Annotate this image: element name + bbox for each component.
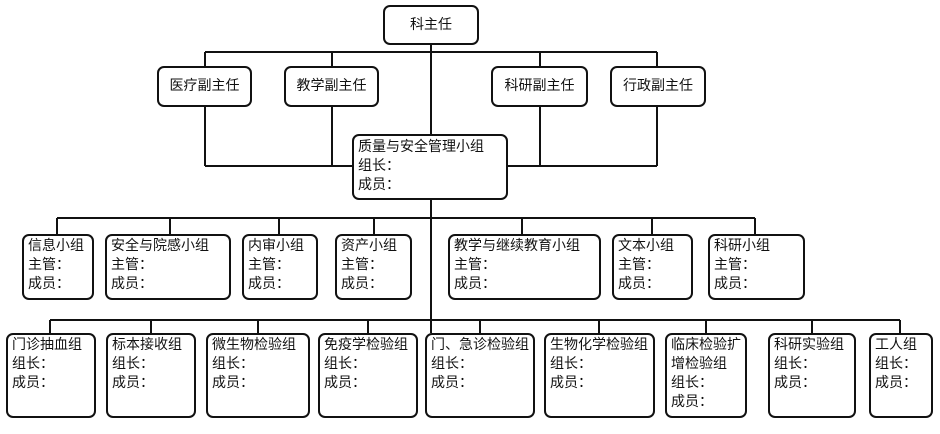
working-group-members-label: 成员：: [618, 276, 660, 292]
working-group-members-label: 成员：: [248, 276, 290, 292]
lab-group-box: 生物化学检验组 组长： 成员：: [544, 333, 655, 418]
director-label: 科主任: [410, 16, 452, 33]
lab-group-members-label: 成员：: [671, 394, 713, 410]
lab-group-lead-label: 组长：: [671, 375, 713, 391]
lab-group-title: 门、急诊检验组: [431, 337, 529, 353]
working-group-lead-label: 主管：: [248, 257, 290, 273]
lab-group-lead-label: 组长：: [324, 356, 366, 372]
working-group-title: 教学与继续教育小组: [454, 238, 580, 254]
working-group-lead-label: 主管：: [454, 257, 496, 273]
working-group-box: 信息小组 主管： 成员：: [22, 234, 94, 300]
lab-group-lead-label: 组长：: [12, 356, 54, 372]
working-group-box: 内审小组 主管： 成员：: [242, 234, 318, 300]
lab-group-box: 微生物检验组 组长： 成员：: [206, 333, 310, 418]
deputy-box-admin: 行政副主任: [610, 66, 706, 107]
quality-group-members-label: 成员：: [358, 177, 400, 193]
lab-group-title-line: 临床检验扩: [671, 337, 741, 353]
working-group-lead-label: 主管：: [714, 257, 756, 273]
working-group-title: 安全与院感小组: [111, 238, 209, 254]
lab-group-members-label: 成员：: [550, 375, 592, 391]
working-group-lead-label: 主管：: [341, 257, 383, 273]
working-group-title: 科研小组: [714, 238, 770, 254]
quality-group-leader-label: 组长：: [358, 158, 400, 174]
working-group-lead-label: 主管：: [618, 257, 660, 273]
lab-group-title: 科研实验组: [774, 337, 844, 353]
working-group-box: 教学与继续教育小组 主管： 成员：: [448, 234, 601, 300]
lab-group-title: 生物化学检验组: [550, 337, 648, 353]
lab-group-title: 门诊抽血组: [12, 337, 82, 353]
deputy-label: 医疗副主任: [169, 78, 240, 94]
working-group-lead-label: 主管：: [111, 257, 153, 273]
lab-group-members-label: 成员：: [431, 375, 473, 391]
lab-group-lead-label: 组长：: [431, 356, 473, 372]
lab-group-members-label: 成员：: [875, 375, 917, 391]
lab-group-title: 标本接收组: [112, 337, 182, 353]
lab-group-members-label: 成员：: [112, 375, 154, 391]
deputy-box-research: 科研副主任: [491, 66, 588, 107]
quality-group-title: 质量与安全管理小组: [358, 139, 484, 155]
director-box: 科主任: [383, 5, 479, 45]
lab-group-title-line: 增检验组: [671, 356, 727, 372]
lab-group-members-label: 成员：: [212, 375, 254, 391]
lab-group-title: 工人组: [875, 337, 917, 353]
lab-group-box: 门诊抽血组 组长： 成员：: [6, 333, 96, 418]
deputy-box-medical: 医疗副主任: [157, 66, 252, 107]
deputy-label: 行政副主任: [623, 78, 693, 94]
lab-group-members-label: 成员：: [774, 375, 816, 391]
lab-group-members-label: 成员：: [12, 375, 54, 391]
working-group-title: 资产小组: [341, 238, 397, 254]
working-group-members-label: 成员：: [341, 276, 383, 292]
lab-group-box: 临床检验扩 增检验组 组长： 成员：: [665, 333, 747, 418]
lab-group-lead-label: 组长：: [875, 356, 917, 372]
working-group-members-label: 成员：: [454, 276, 496, 292]
working-group-title: 信息小组: [28, 238, 84, 254]
lab-group-title: 免疫学检验组: [324, 337, 408, 353]
deputy-label: 科研副主任: [504, 78, 575, 94]
working-group-box: 资产小组 主管： 成员：: [335, 234, 412, 300]
lab-group-lead-label: 组长：: [774, 356, 816, 372]
working-group-box: 安全与院感小组 主管： 成员：: [105, 234, 231, 300]
lab-group-box: 免疫学检验组 组长： 成员：: [318, 333, 418, 418]
lab-group-members-label: 成员：: [324, 375, 366, 391]
lab-group-box: 门、急诊检验组 组长： 成员：: [425, 333, 535, 418]
deputy-label: 教学副主任: [296, 78, 367, 94]
lab-group-lead-label: 组长：: [212, 356, 254, 372]
working-group-lead-label: 主管：: [28, 257, 70, 273]
working-group-members-label: 成员：: [28, 276, 70, 292]
working-group-title: 内审小组: [248, 238, 304, 254]
quality-group-box: 质量与安全管理小组 组长： 成员：: [352, 134, 508, 200]
working-group-members-label: 成员：: [111, 276, 153, 292]
lab-group-title: 微生物检验组: [212, 337, 296, 353]
lab-group-box: 标本接收组 组长： 成员：: [106, 333, 196, 418]
working-group-box: 文本小组 主管： 成员：: [612, 234, 693, 300]
lab-group-lead-label: 组长：: [112, 356, 154, 372]
working-group-title: 文本小组: [618, 238, 674, 254]
working-group-members-label: 成员：: [714, 276, 756, 292]
lab-group-box: 工人组 组长： 成员：: [869, 333, 933, 418]
working-group-box: 科研小组 主管： 成员：: [708, 234, 805, 300]
lab-group-lead-label: 组长：: [550, 356, 592, 372]
lab-group-box: 科研实验组 组长： 成员：: [768, 333, 856, 418]
deputy-box-teaching: 教学副主任: [284, 66, 379, 107]
